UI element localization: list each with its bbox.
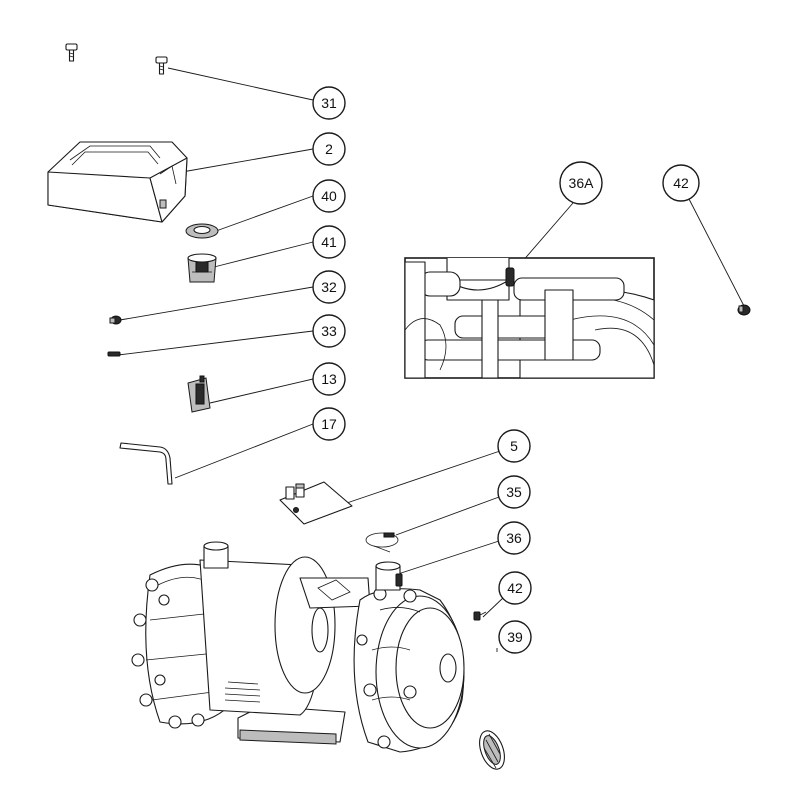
strainer-39	[479, 730, 505, 770]
callout-17: 17	[312, 407, 346, 441]
detail-view-36A	[404, 257, 655, 379]
screw-42-lower	[473, 611, 487, 621]
callout-40: 40	[312, 179, 346, 213]
callout-41: 41	[312, 225, 346, 259]
callout-33: 33	[312, 314, 346, 348]
callout-13: 13	[312, 362, 346, 396]
callout-31: 31	[312, 86, 346, 120]
screw-33	[107, 351, 121, 357]
cable-connector-41	[187, 253, 217, 283]
svg-text:17: 17	[321, 416, 337, 432]
screw-32	[109, 315, 122, 325]
callout-36A: 36A	[559, 161, 603, 205]
svg-text:33: 33	[321, 323, 337, 339]
svg-text:13: 13	[321, 371, 337, 387]
svg-text:42: 42	[673, 175, 689, 191]
callout-42-lower: 42	[498, 571, 532, 605]
screw-31-right	[155, 56, 168, 75]
svg-text:42: 42	[507, 580, 523, 596]
svg-text:39: 39	[507, 629, 523, 645]
svg-text:5: 5	[510, 438, 518, 454]
callout-2: 2	[312, 132, 346, 166]
screw-42-upper	[737, 304, 751, 316]
callout-36: 36	[497, 521, 531, 555]
screw-31-left	[65, 43, 78, 62]
hose-clamp-35	[365, 532, 399, 553]
svg-text:31: 31	[321, 95, 337, 111]
terminal-cover-2	[47, 141, 188, 223]
callout-32: 32	[312, 270, 346, 304]
svg-text:35: 35	[506, 484, 522, 500]
svg-text:36A: 36A	[569, 175, 595, 191]
grommet-40	[185, 223, 219, 239]
switch-13	[187, 375, 211, 413]
pump-assembly	[131, 541, 465, 753]
motor-vents	[224, 681, 261, 703]
callout-39: 39	[498, 620, 532, 654]
svg-text:41: 41	[321, 234, 337, 250]
callout-5: 5	[497, 429, 531, 463]
mounting-bracket-5	[279, 481, 353, 525]
svg-text:2: 2	[325, 141, 333, 157]
callout-42-upper: 42	[662, 164, 700, 202]
callout-35: 35	[497, 475, 531, 509]
bent-rod-17	[119, 442, 173, 485]
svg-text:36: 36	[506, 530, 522, 546]
svg-text:40: 40	[321, 188, 337, 204]
svg-text:32: 32	[321, 279, 337, 295]
